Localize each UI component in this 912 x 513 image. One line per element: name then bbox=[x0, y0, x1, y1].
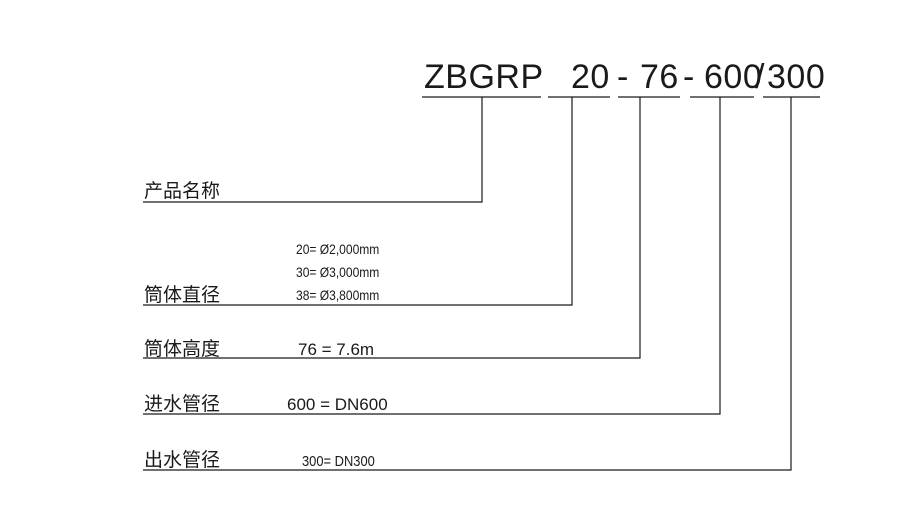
label-shell-height: 筒体高度 bbox=[144, 338, 221, 360]
code-outlet: 300 bbox=[767, 58, 826, 96]
leader-shell-height bbox=[143, 97, 641, 359]
height-value: 76 = 7.6m bbox=[298, 340, 375, 359]
code-prefix: ZBGRP bbox=[424, 58, 544, 96]
label-product-name: 产品名称 bbox=[144, 180, 221, 202]
inlet-value: 600 = DN600 bbox=[287, 395, 388, 414]
leader-product-name bbox=[143, 97, 483, 203]
outlet-value: 300= DN300 bbox=[302, 453, 375, 470]
leader-shell-diameter bbox=[143, 97, 573, 306]
leader-inlet-diameter bbox=[143, 97, 721, 415]
code-height: 76 bbox=[640, 58, 679, 96]
label-inlet-diameter: 进水管径 bbox=[144, 393, 221, 415]
leader-outlet-diameter bbox=[143, 97, 792, 471]
code-dash-2: - bbox=[683, 58, 695, 96]
code-diameter: 20 bbox=[571, 58, 610, 96]
diameter-option: 30= Ø3,000mm bbox=[296, 264, 380, 280]
code-dash-1: - bbox=[617, 58, 629, 96]
diameter-option: 20= Ø2,000mm bbox=[296, 241, 380, 257]
code-inlet: 600 bbox=[704, 58, 763, 96]
code-slash: / bbox=[755, 58, 765, 96]
label-shell-diameter: 筒体直径 bbox=[144, 284, 221, 306]
diameter-option: 38= Ø3,800mm bbox=[296, 287, 380, 303]
label-outlet-diameter: 出水管径 bbox=[144, 449, 221, 471]
